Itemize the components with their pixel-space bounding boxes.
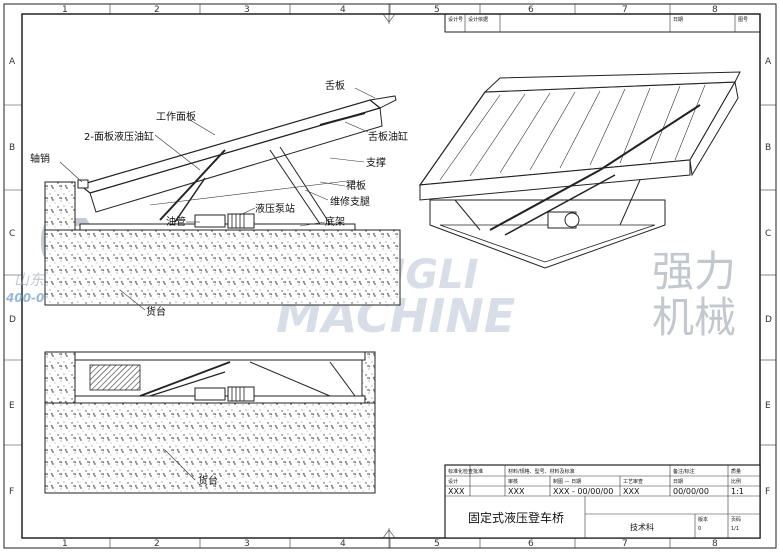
- grid-col-4-bottom: 4: [340, 539, 346, 549]
- tb-row-review: 审核: [508, 478, 518, 485]
- tb-value-6: 1:1: [731, 487, 744, 496]
- hatched-block: [89, 364, 141, 391]
- title-block: 标准化检查 批准 材料/规格、型号、材料及标准 备注/标注 质量 设计 审核 制…: [444, 464, 761, 539]
- grid-row-e: E: [9, 401, 15, 411]
- label-platform-top: 货台: [146, 305, 166, 318]
- pump-tank: [194, 214, 226, 228]
- grid-col-6-bottom: 6: [528, 539, 534, 549]
- tb-value-2: XXX: [508, 487, 525, 496]
- grid-col-8: 8: [712, 5, 718, 15]
- deck-skirt: [89, 107, 383, 213]
- grid-col-3: 3: [244, 5, 250, 15]
- watermark-brand-cn-1: 强力: [652, 247, 736, 296]
- grid-col-5: 5: [434, 5, 440, 15]
- strip-cell-1: 设计号: [448, 16, 463, 23]
- deck-plate: [78, 99, 382, 194]
- grid-row-a: A: [9, 57, 16, 67]
- label-platform-bottom: 货台: [198, 474, 218, 487]
- grid-row-c: C: [9, 229, 15, 239]
- tb-sheet-label: 版本: [698, 516, 708, 523]
- tb-page-label: 页码: [731, 516, 741, 523]
- label-lip-cylinder: 舌板油缸: [368, 130, 408, 143]
- grid-col-7: 7: [622, 5, 628, 15]
- maintenance-leg: [269, 149, 321, 225]
- iso-skirt: [419, 159, 691, 201]
- grid-column-labels: 1 2 3 4 5 6 7 8 1 2 3 4 5 6 7 8: [62, 5, 718, 549]
- label-work-panel: 工作面板: [156, 110, 196, 123]
- grid-col-2-bottom: 2: [154, 539, 160, 549]
- grid-col-1: 1: [62, 5, 68, 15]
- grid-col-3-bottom: 3: [244, 539, 250, 549]
- panel-cylinder: [159, 149, 226, 221]
- tb-row-draw-date: 制图 — 日期: [553, 478, 581, 485]
- tb-header-3: 材料/规格、型号、材料及标准: [508, 468, 575, 475]
- tb-header-4: 备注/标注: [673, 468, 695, 475]
- iso-base-frame: [429, 199, 666, 269]
- grid-row-c-right: C: [765, 229, 771, 239]
- drawing-title: 固定式液压登车桥: [468, 510, 564, 525]
- label-base-frame: 底架: [325, 215, 345, 228]
- grid-row-e-right: E: [765, 401, 771, 411]
- tb-page-value: 1/1: [731, 526, 739, 532]
- title-strip-top: 设计号 设计依据 日期 图号: [444, 13, 761, 33]
- label-hinge-pin: 轴销: [30, 152, 50, 165]
- label-skirt: 裙板: [346, 179, 366, 192]
- grid-col-7-bottom: 7: [622, 539, 628, 549]
- grid-row-f: F: [9, 487, 14, 497]
- dock-concrete: [44, 181, 76, 231]
- pit-concrete-lower: [44, 402, 376, 494]
- grid-row-b: B: [9, 143, 15, 153]
- tb-row-date: 日期: [673, 479, 683, 485]
- tb-row-design: 设计: [448, 478, 458, 485]
- lip-cylinder: [319, 112, 366, 126]
- tb-value-4: XXX: [623, 487, 640, 496]
- tb-sheet-value: 0: [698, 526, 701, 532]
- tb-header-5: 质量: [731, 468, 741, 475]
- side-view-lowered: 货台: [44, 351, 376, 494]
- strip-cell-2: 设计依据: [468, 16, 488, 23]
- grid-row-f-right: F: [765, 487, 770, 497]
- tb-company: 技术科: [630, 522, 654, 532]
- tb-row-process: 工艺审查: [623, 478, 643, 485]
- label-lip: 舌板: [325, 79, 345, 92]
- grid-row-d: D: [9, 315, 16, 325]
- grid-row-labels: A B C D E F A B C D E F: [9, 57, 772, 497]
- tb-value-3: XXX - 00/00/00: [553, 487, 613, 496]
- strip-cell-3: 日期: [673, 17, 683, 23]
- grid-col-4: 4: [340, 5, 346, 15]
- iso-cylinder: [489, 169, 601, 231]
- tb-value-1: XXX: [448, 487, 465, 496]
- watermark-brand-cn-2: 机械: [652, 293, 736, 342]
- iso-lip: [483, 71, 741, 93]
- tb-header-2: 批准: [473, 468, 483, 475]
- tb-value-5: 00/00/00: [673, 487, 709, 496]
- grid-row-d-right: D: [765, 315, 772, 325]
- label-pump-station: 液压泵站: [255, 202, 295, 215]
- deck-plate-lowered: [74, 351, 366, 361]
- label-panel-cylinders: 2-面板液压油缸: [84, 130, 154, 143]
- grid-col-5-bottom: 5: [434, 539, 440, 549]
- grid-col-2: 2: [154, 5, 160, 15]
- lip-plate: [368, 95, 397, 109]
- drawing-frame: [3, 3, 777, 549]
- pit-concrete: [44, 229, 401, 306]
- strip-cell-4: 图号: [738, 17, 748, 23]
- isometric-view: [418, 71, 741, 269]
- label-support: 支撑: [366, 156, 386, 169]
- pump-motor: [227, 213, 255, 229]
- tb-row-scale: 比例: [731, 478, 741, 485]
- label-maintenance-leg: 维修支腿: [330, 195, 370, 208]
- grid-col-6: 6: [528, 5, 534, 15]
- tb-header-1: 标准化检查: [448, 468, 473, 475]
- hinge-pin: [77, 179, 89, 189]
- grid-row-a-right: A: [765, 57, 772, 67]
- grid-col-8-bottom: 8: [712, 539, 718, 549]
- grid-row-b-right: B: [765, 143, 771, 153]
- label-oil-pipe: 油管: [166, 215, 186, 228]
- side-view-raised: 舌板 工作面板 2-面板液压油缸 舌板油缸 轴销 支撑 裙板 维修支腿 液压泵站…: [30, 79, 408, 318]
- grid-col-1-bottom: 1: [62, 539, 68, 549]
